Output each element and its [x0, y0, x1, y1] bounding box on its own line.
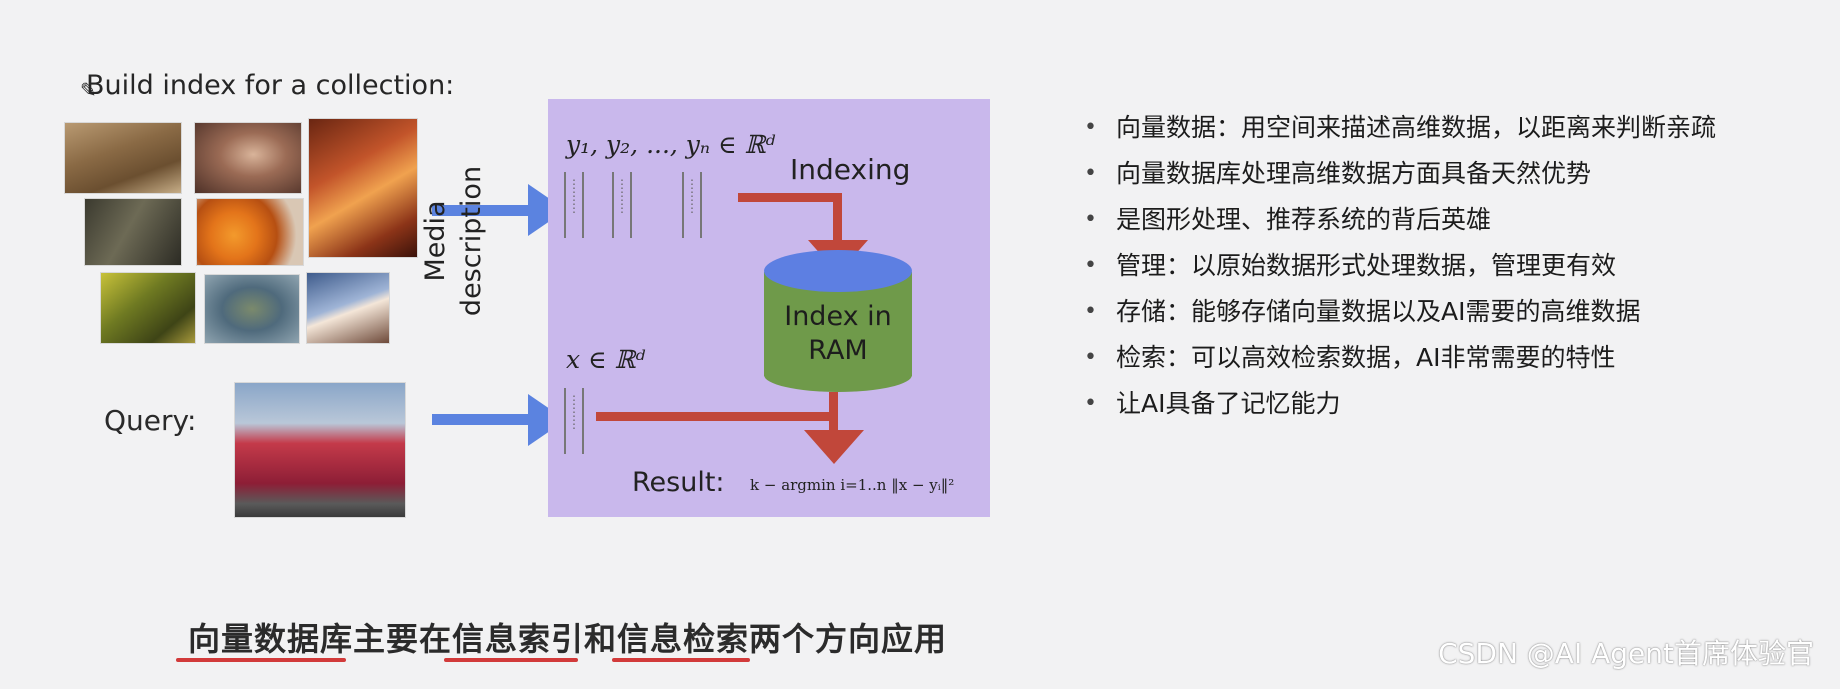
bullet-item: • 让AI具备了记忆能力 [1082, 386, 1822, 432]
red-arrow-indexing-v [833, 193, 842, 243]
caption-underline-2 [444, 658, 578, 662]
query-label: Query: [104, 404, 197, 437]
photo-turtle [204, 274, 300, 344]
result-formula: k − argmin i=1..n ‖x − yᵢ‖² [750, 476, 955, 494]
red-arrow-query-head [804, 430, 864, 464]
bullet-dot: • [1084, 253, 1097, 278]
blue-arrow-top-shaft [432, 205, 532, 216]
index-in-ram-label: Index in RAM [764, 300, 912, 368]
bullet-item: • 存储：能够存储向量数据以及AI需要的高维数据 [1082, 294, 1822, 340]
bottom-caption: 向量数据库主要在信息索引和信息检索两个方向应用 [188, 620, 948, 658]
photo-canyon [308, 118, 418, 258]
red-arrow-query-v [829, 392, 838, 432]
bullet-text: 检索：可以高效检索数据，AI非常需要的特性 [1116, 343, 1616, 372]
bullet-item: • 向量数据库处理高维数据方面具备天然优势 [1082, 156, 1822, 202]
caption-underline-3 [612, 658, 750, 662]
bullet-dot: • [1084, 207, 1097, 232]
index-label-line1: Index in [784, 301, 892, 332]
indexing-label: Indexing [790, 153, 911, 186]
bullet-dot: • [1084, 299, 1097, 324]
bullet-dot: • [1084, 115, 1097, 140]
red-arrow-indexing-h [738, 193, 842, 202]
bullet-dot: • [1084, 161, 1097, 186]
caption-underline-1 [176, 658, 346, 662]
query-vector-column: ⋮⋮⋮ [564, 388, 584, 454]
bullet-text: 是图形处理、推荐系统的背后英雄 [1116, 205, 1492, 234]
photo-woman [194, 122, 302, 194]
index-label-line2: RAM [808, 335, 868, 366]
photo-iguana [64, 122, 182, 194]
bullet-dot: • [1084, 345, 1097, 370]
bullet-text: 存储：能够存储向量数据以及AI需要的高维数据 [1116, 297, 1641, 326]
blue-arrow-bottom-shaft [432, 414, 532, 425]
result-label: Result: [632, 467, 725, 498]
photo-rocket [306, 272, 390, 344]
vector-column-2: ⋮⋮⋮ [612, 172, 632, 238]
bullet-item: • 是图形处理、推荐系统的背后英雄 [1082, 202, 1822, 248]
bullet-text: 向量数据：用空间来描述高维数据，以距离来判断亲疏 [1116, 113, 1717, 142]
bullet-text: 向量数据库处理高维数据方面具备天然优势 [1116, 159, 1592, 188]
vector-column-1: ⋮⋮⋮ [564, 172, 584, 238]
bullet-list: • 向量数据：用空间来描述高维数据，以距离来判断亲疏 • 向量数据库处理高维数据方面… [1082, 110, 1822, 432]
red-arrow-query-h [596, 412, 838, 421]
pencil-icon: ✎ [80, 78, 97, 102]
vectors-label: y₁, y₂, ..., yₙ ∈ ℝᵈ [566, 130, 776, 159]
bullet-dot: • [1084, 391, 1097, 416]
bullet-text: 让AI具备了记忆能力 [1116, 389, 1341, 418]
photo-oranges [196, 198, 304, 266]
bullet-item: • 向量数据：用空间来描述高维数据，以距离来判断亲疏 [1082, 110, 1822, 156]
vector-column-n: ⋮⋮⋮ [682, 172, 702, 238]
bullet-item: • 检索：可以高效检索数据，AI非常需要的特性 [1082, 340, 1822, 386]
bullet-item: • 管理：以原始数据形式处理数据，管理更有效 [1082, 248, 1822, 294]
index-cylinder-top [764, 250, 912, 292]
bullet-text: 管理：以原始数据形式处理数据，管理更有效 [1116, 251, 1617, 280]
collection-heading: Build index for a collection: [86, 70, 455, 101]
photo-bus [234, 382, 406, 518]
photo-deer [100, 272, 196, 344]
photo-statue [84, 198, 182, 266]
csdn-watermark: CSDN @AI Agent首席体验官 [1438, 637, 1814, 670]
media-description-label: Media description [420, 165, 487, 317]
query-vector-label: x ∈ ℝᵈ [566, 345, 646, 374]
